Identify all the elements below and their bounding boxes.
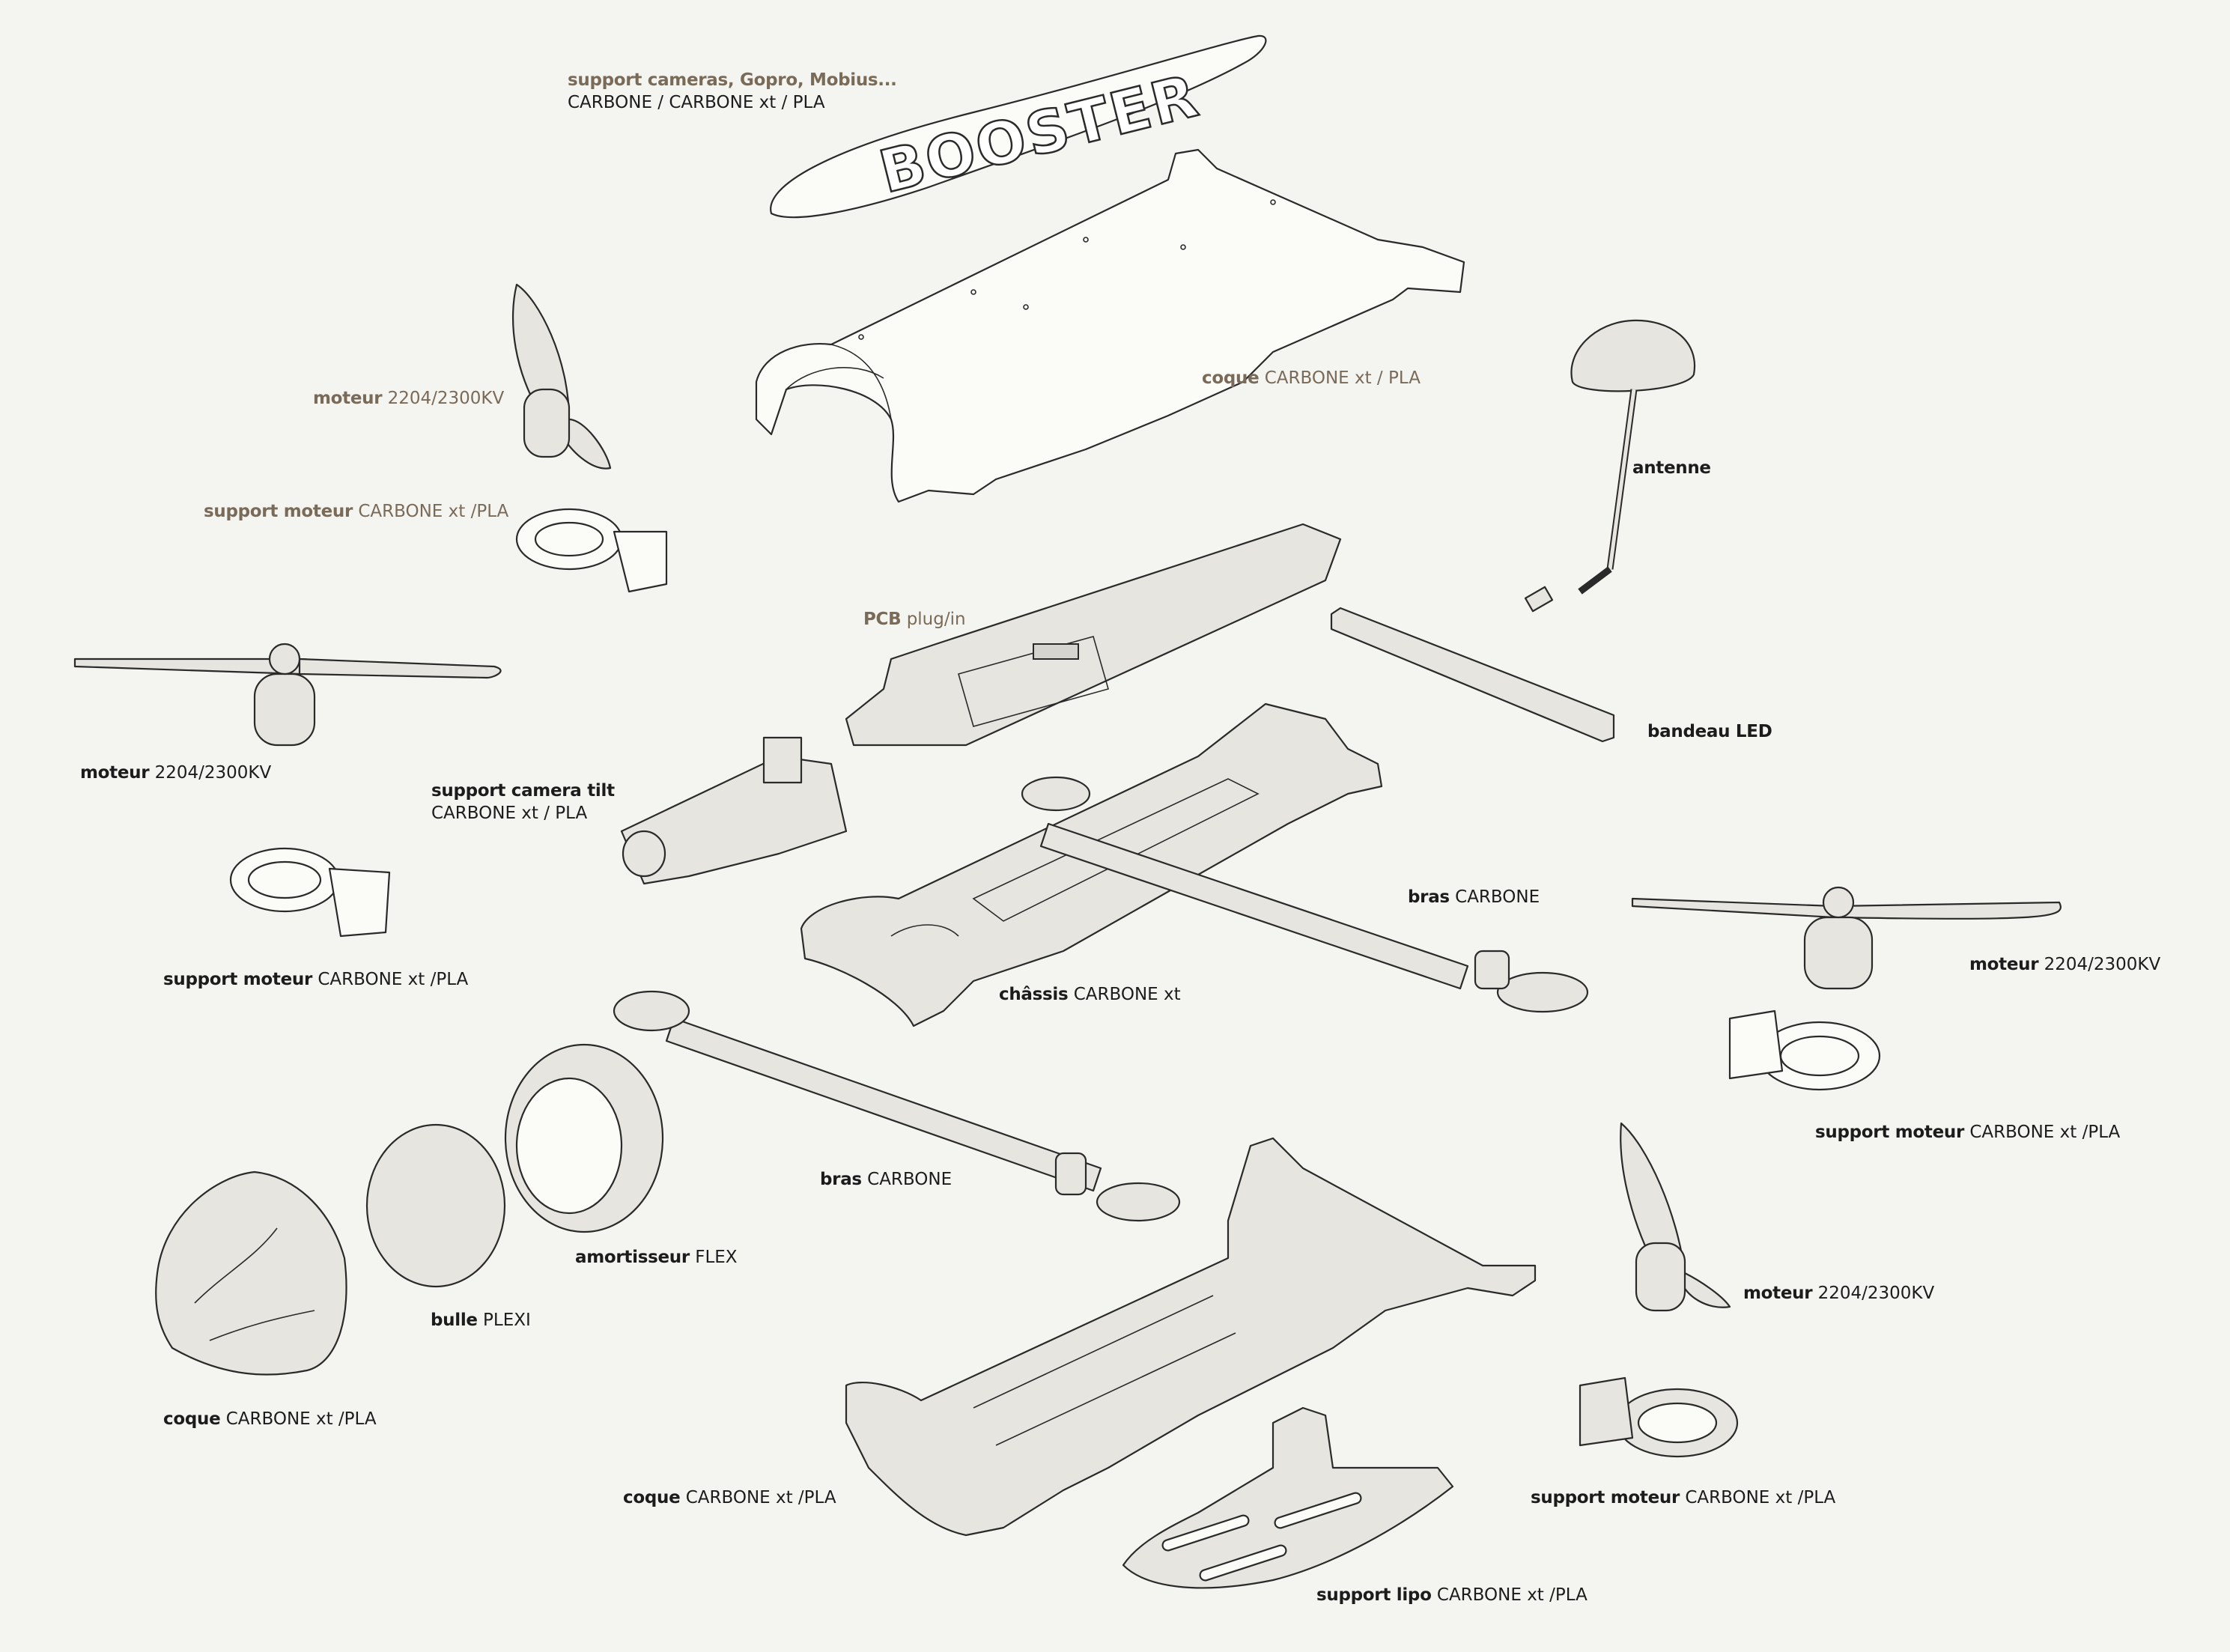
nose-shell-part <box>155 1170 347 1376</box>
camera-tilt-label: support camera tilt CARBONE xt / PLA <box>431 781 615 823</box>
damper-part <box>504 1043 664 1233</box>
pcb-part <box>845 523 1342 747</box>
damper-label: amortisseur FLEX <box>575 1248 738 1267</box>
antenna-label: antenne <box>1632 458 1711 478</box>
motor-3-part <box>1631 886 2062 990</box>
camera-tilt-part <box>620 736 848 885</box>
nose-shell-label: coque CARBONE xt /PLA <box>163 1409 377 1429</box>
pcb-label: PCB plug/in <box>863 610 966 629</box>
motor-mount-1-part <box>515 508 668 593</box>
lipo-mount-label: support lipo CARBONE xt /PLA <box>1316 1585 1588 1605</box>
led-strip-part <box>1330 607 1615 743</box>
motor-mount-4-part <box>1579 1376 1739 1458</box>
camera-mount-label: support cameras, Gopro, Mobius... CARBON… <box>568 70 897 112</box>
motor-4-part <box>1620 1122 1731 1312</box>
motor-1-label: moteur 2204/2300KV <box>313 389 505 408</box>
chassis-label: châssis CARBONE xt <box>999 985 1181 1004</box>
antenna-part <box>1524 319 1696 613</box>
motor-2-label: moteur 2204/2300KV <box>80 763 272 783</box>
bubble-label: bulle PLEXI <box>431 1311 531 1330</box>
arm-2-label: bras CARBONE <box>820 1170 953 1189</box>
bottom-shell-part <box>845 1137 1537 1537</box>
motor-mount-2-part <box>229 847 391 938</box>
bottom-shell-label: coque CARBONE xt /PLA <box>623 1488 836 1507</box>
motor-3-label: moteur 2204/2300KV <box>1969 955 2161 974</box>
motor-mount-2-label: support moteur CARBONE xt /PLA <box>163 970 469 989</box>
motor-2-part <box>73 643 502 747</box>
chassis-part <box>800 702 1383 1027</box>
arm-1-label: bras CARBONE <box>1408 887 1540 907</box>
arm-2-part <box>613 990 1181 1222</box>
led-strip-label: bandeau LED <box>1647 722 1772 741</box>
lipo-mount-part <box>1122 1406 1454 1589</box>
motor-mount-3-part <box>1728 1009 1881 1091</box>
motor-1-part <box>511 283 612 470</box>
motor-4-label: moteur 2204/2300KV <box>1743 1284 1935 1303</box>
motor-mount-1-label: support moteur CARBONE xt /PLA <box>204 502 509 521</box>
motor-mount-4-label: support moteur CARBONE xt /PLA <box>1531 1488 1836 1507</box>
top-shell-label: coque CARBONE xt / PLA <box>1202 368 1421 388</box>
bubble-part <box>365 1123 506 1288</box>
motor-mount-3-label: support moteur CARBONE xt /PLA <box>1815 1123 2121 1142</box>
top-shell-part <box>755 148 1465 503</box>
arm-1-part <box>1021 776 1589 1013</box>
